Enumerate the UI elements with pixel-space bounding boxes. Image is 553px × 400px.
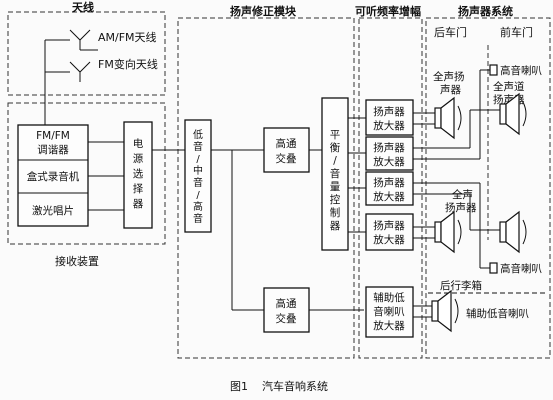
balance-volume-controller <box>321 97 349 251</box>
svg-text:扬声器: 扬声器 <box>373 176 405 189</box>
am-fm-antenna-label: AM/FM天线 <box>98 30 157 44</box>
svg-text:平: 平 <box>330 129 341 141</box>
receiver-stack <box>17 124 89 227</box>
svg-text:/: / <box>333 155 337 167</box>
amp-header: 可听频率增幅 <box>355 4 421 18</box>
tuner-label-1: FM/FM <box>36 130 70 142</box>
correction-header: 扬声修正模块 <box>230 4 297 18</box>
svg-text:音: 音 <box>330 167 341 180</box>
svg-text:放大器: 放大器 <box>373 190 405 203</box>
svg-text:音: 音 <box>193 140 203 153</box>
front-tweeter-bottom-icon <box>489 262 498 274</box>
figure-caption: 图1 汽车音响系统 <box>230 379 328 393</box>
svg-text:放大器: 放大器 <box>373 155 405 168</box>
fm-var-antenna-icon <box>69 61 91 82</box>
svg-text:器: 器 <box>133 198 144 210</box>
amplifier-3: 扬声器 放大器 <box>365 171 414 206</box>
svg-text:音: 音 <box>193 212 203 225</box>
power-selector-text: 电 源 选 择 器 <box>133 137 144 210</box>
front-full-speaker-label: 全声道 <box>493 80 525 93</box>
subwoofer-label: 辅助低音喇叭 <box>466 307 529 320</box>
svg-text:源: 源 <box>133 152 144 165</box>
svg-text:交叠: 交叠 <box>276 312 297 325</box>
antenna-region <box>7 11 166 96</box>
svg-text:控: 控 <box>330 193 341 206</box>
eq-text: 低 音 / 中 音 / 高 音 <box>193 128 203 225</box>
balance-text: 平 衡 / 音 量 控 制 器 <box>330 129 341 232</box>
svg-text:声器: 声器 <box>440 83 461 96</box>
cd-label: 激光唱片 <box>32 204 74 217</box>
svg-text:/: / <box>196 190 200 201</box>
svg-text:制: 制 <box>330 206 341 219</box>
front-bottom-speaker-icon <box>499 210 527 254</box>
svg-text:择: 择 <box>133 182 144 195</box>
subwoofer-amplifier: 辅助低 音喇叭 放大器 <box>365 286 414 338</box>
rear-bottom-speaker-label: 全声 <box>452 188 473 201</box>
receiver-region <box>7 102 166 245</box>
fm-var-antenna-label: FM变向天线 <box>98 57 158 71</box>
svg-text:放大器: 放大器 <box>373 119 405 132</box>
svg-text:扬声器: 扬声器 <box>373 105 405 118</box>
front-tweeter-bottom-label: 高音喇叭 <box>500 262 542 275</box>
svg-text:选: 选 <box>133 167 144 180</box>
svg-text:衡: 衡 <box>330 142 341 154</box>
svg-text:/: / <box>196 154 200 165</box>
rear-door-label: 后车门 <box>434 25 467 39</box>
svg-text:交叠: 交叠 <box>276 152 297 165</box>
power-selector <box>123 121 153 229</box>
front-tweeter-top-label: 高音喇叭 <box>500 64 542 77</box>
svg-text:扬声器: 扬声器 <box>373 141 405 154</box>
svg-text:器: 器 <box>330 220 341 232</box>
svg-text:辅助低: 辅助低 <box>373 291 405 304</box>
svg-text:量: 量 <box>330 181 341 193</box>
rear-top-speaker-label: 全声扬 <box>433 70 465 83</box>
svg-text:放大器: 放大器 <box>373 233 405 246</box>
am-fm-antenna-icon <box>69 29 91 50</box>
svg-text:放大器: 放大器 <box>373 319 405 332</box>
receiver-label: 接收装置 <box>55 254 99 268</box>
svg-text:高: 高 <box>193 200 203 213</box>
amplifier-2: 扬声器 放大器 <box>365 136 414 171</box>
amplifier-4: 扬声器 放大器 <box>365 213 414 251</box>
svg-text:高通: 高通 <box>276 297 297 310</box>
svg-text:电: 电 <box>133 137 144 150</box>
svg-text:低: 低 <box>193 128 203 141</box>
svg-text:音: 音 <box>193 176 203 189</box>
amp-output-wires <box>413 69 500 318</box>
speakers-header: 扬声器系统 <box>458 4 513 18</box>
eq-block <box>184 119 212 233</box>
svg-text:音喇叭: 音喇叭 <box>373 305 405 318</box>
trunk-label: 后行李箱 <box>440 279 482 292</box>
tuner-label-2: 调谐器 <box>37 144 69 156</box>
subwoofer-icon <box>431 289 459 333</box>
svg-text:扬声器: 扬声器 <box>445 201 477 214</box>
svg-text:高通: 高通 <box>276 137 297 150</box>
amplifier-1: 扬声器 放大器 <box>365 99 414 136</box>
front-tweeter-top-icon <box>489 64 498 76</box>
rear-bottom-speaker-icon <box>434 210 462 254</box>
highpass-upper <box>263 127 310 173</box>
front-door-label: 前车门 <box>500 25 533 39</box>
rear-top-speaker-icon <box>434 96 462 140</box>
front-full-speaker-icon <box>499 92 527 136</box>
highpass-lower <box>263 287 310 333</box>
tape-label: 盒式录音机 <box>27 170 80 183</box>
antenna-header: 天线 <box>72 0 94 14</box>
svg-text:扬声器: 扬声器 <box>373 219 405 232</box>
svg-text:中: 中 <box>193 164 203 177</box>
